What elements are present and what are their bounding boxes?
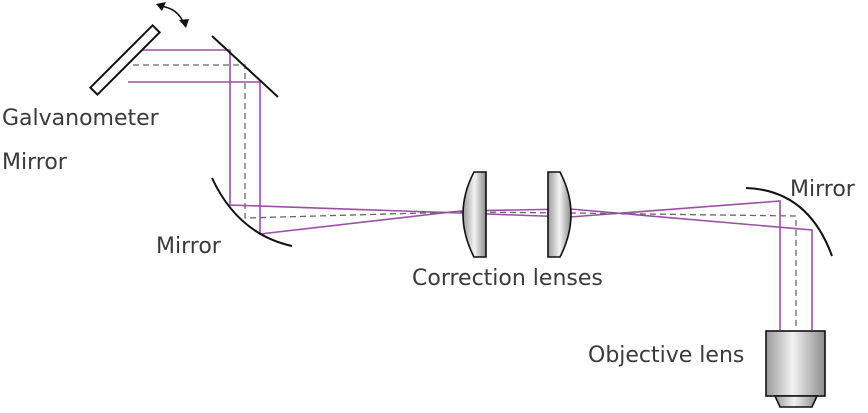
beam-optical-axis	[133, 64, 797, 330]
label-mirror-right: Mirror	[790, 177, 855, 202]
double-arrow-rotation-icon	[156, 2, 189, 28]
label-correction-lenses: Correction lenses	[412, 266, 603, 291]
beam-ray-upper	[140, 49, 781, 330]
objective-lens-shape	[765, 330, 826, 408]
label-mirror-left: Mirror	[156, 234, 221, 259]
label-galvanometer-mirror: Mirror	[2, 150, 67, 175]
fold-mirror-top-shape	[211, 35, 279, 98]
correction-lens-2-shape	[547, 171, 572, 258]
galvanometer-mirror-shape	[88, 23, 162, 97]
label-objective-lens: Objective lens	[588, 343, 745, 368]
correction-lens-1-shape	[462, 171, 487, 258]
curved-mirror-left-shape	[211, 177, 293, 247]
beam-outer-rays	[128, 49, 813, 330]
label-galvanometer: Galvanometer	[2, 106, 159, 131]
beam-ray-lower	[128, 81, 813, 330]
curved-mirror-right-shape	[745, 187, 833, 257]
